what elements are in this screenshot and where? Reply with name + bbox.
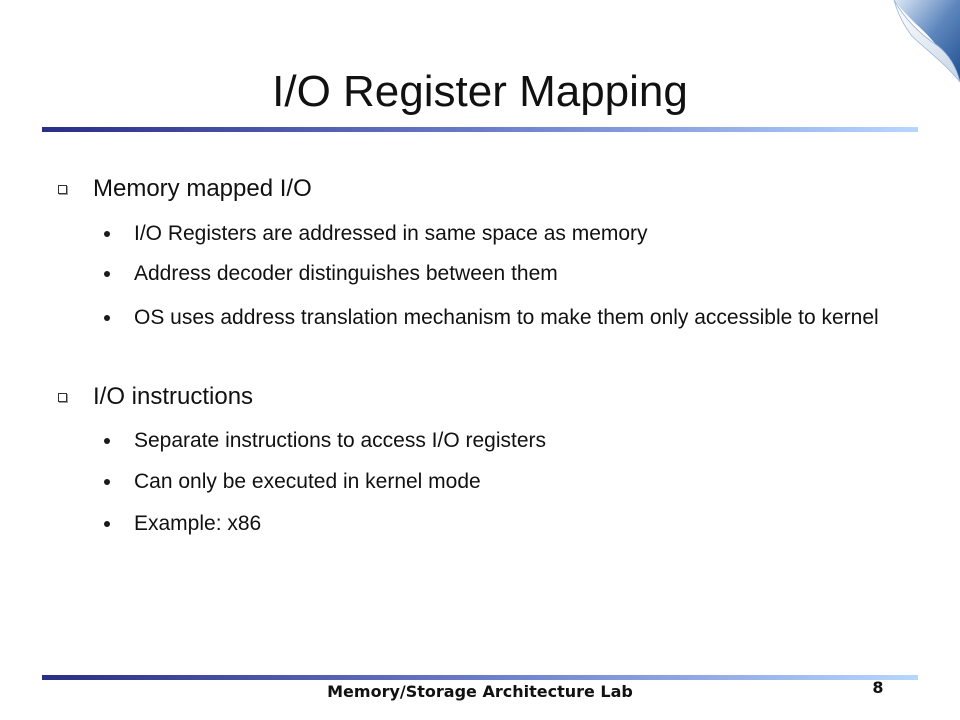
bullet-text: Separate instructions to access I/O regi… — [134, 429, 547, 452]
bullet-text: I/O Registers are addressed in same spac… — [134, 222, 648, 245]
slide-title: I/O Register Mapping — [272, 67, 688, 116]
round-bullet-icon — [104, 271, 110, 277]
bullet-text: Example: x86 — [134, 512, 262, 535]
round-bullet-icon — [104, 315, 110, 321]
bullet-text: Address decoder distinguishes between th… — [134, 262, 558, 285]
bullet-text: Can only be executed in kernel mode — [134, 470, 481, 493]
section-heading-text: I/O instructions — [93, 383, 254, 410]
round-bullet-icon — [104, 479, 110, 485]
section-heading-text: Memory mapped I/O — [93, 175, 312, 202]
page-number: 8 — [872, 678, 884, 697]
page-curl-icon — [893, 0, 960, 83]
round-bullet-icon — [104, 438, 110, 444]
round-bullet-icon — [104, 231, 110, 237]
title-divider — [42, 127, 918, 132]
footer-lab-name: Memory/Storage Architecture Lab — [327, 682, 633, 701]
footer-divider — [42, 675, 918, 680]
square-bullet-icon — [58, 185, 67, 194]
round-bullet-icon — [104, 521, 110, 527]
bullet-text: OS uses address translation mechanism to… — [134, 306, 879, 329]
square-bullet-icon — [58, 393, 67, 402]
